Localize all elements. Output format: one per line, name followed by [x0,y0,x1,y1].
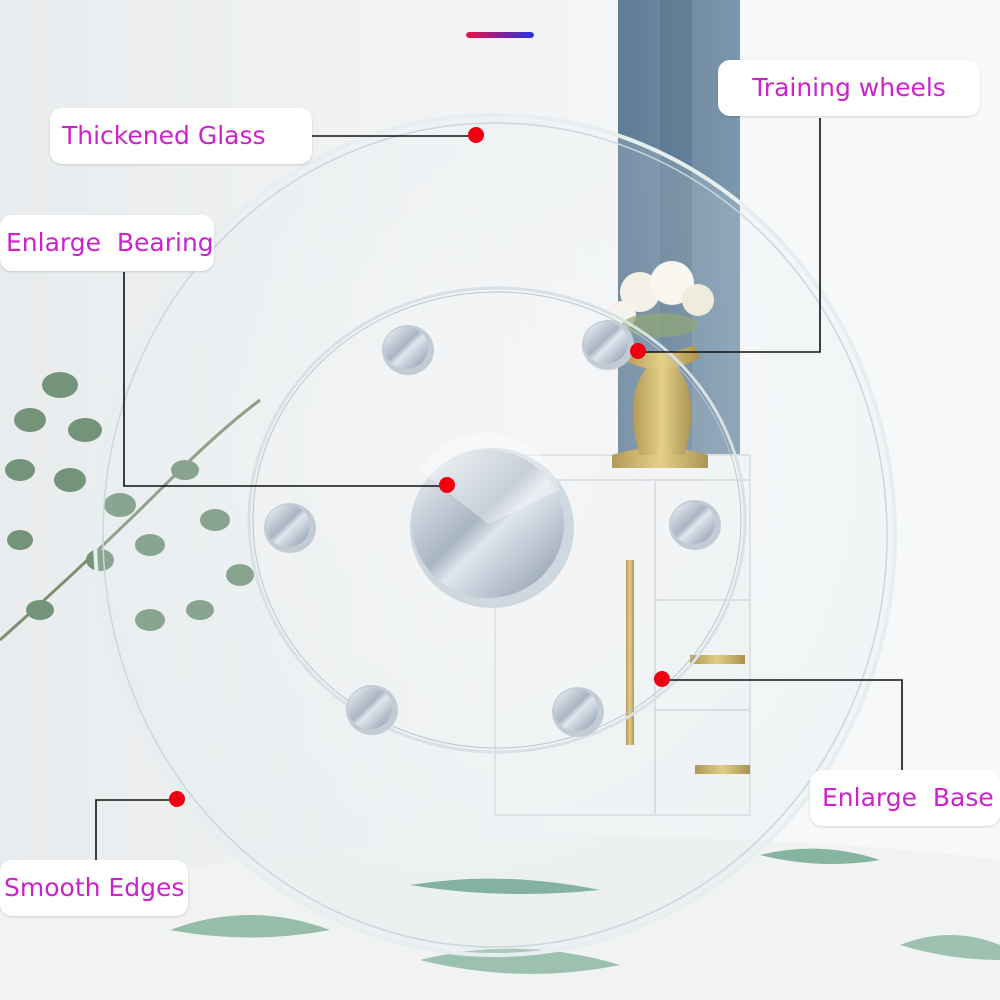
leader-enlarge-base [662,679,903,770]
wheel-stud [582,320,634,370]
wheel-stud [552,687,604,737]
marker-dots [169,127,670,807]
training-wheels [264,320,721,737]
callout-training-wheels: Training wheels [718,60,980,116]
accent-bar [466,32,534,38]
leader-enlarge-bearing [123,272,442,487]
marker-dot [654,671,670,687]
wheel-stud [669,500,721,550]
wheel-stud [382,325,434,375]
marker-dot [439,477,455,493]
marker-dot [169,791,185,807]
marker-dot [468,127,484,143]
marker-dot [630,343,646,359]
leader-lines [95,118,903,860]
leader-training-wheels [644,118,821,353]
callout-enlarge-bearing: Enlarge Bearing [0,215,214,271]
callout-smooth-edges: Smooth Edges [0,860,188,916]
leader-smooth-edges [95,799,176,860]
callout-thickened-glass: Thickened Glass [50,108,312,164]
wheel-stud [264,503,316,553]
callout-enlarge-base: Enlarge Base [810,770,1000,826]
wheel-stud [346,685,398,735]
